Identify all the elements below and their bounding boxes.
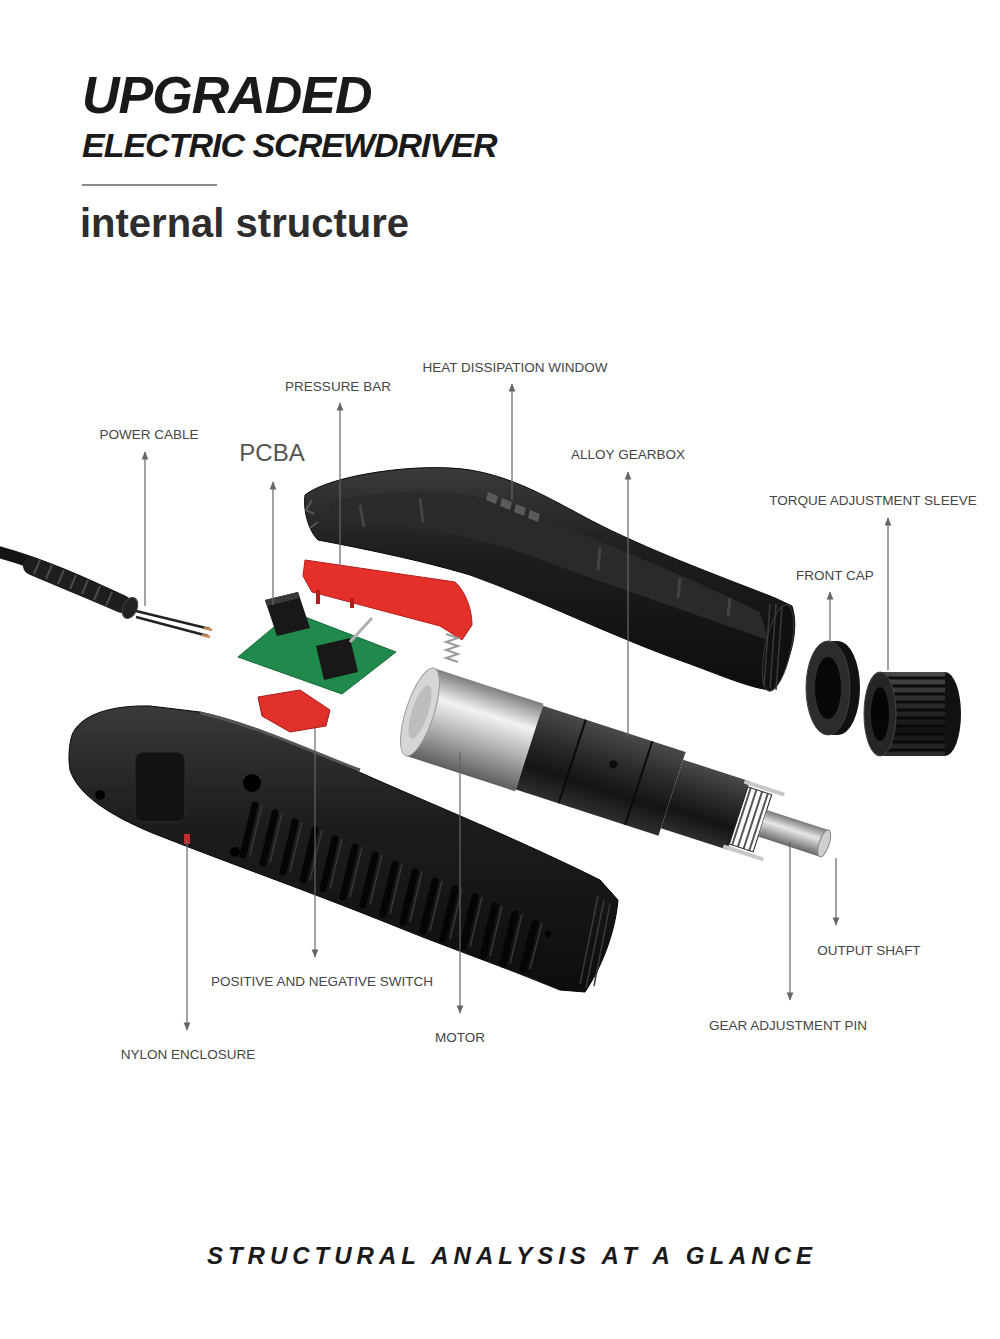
part-label: PCBA — [239, 439, 304, 467]
front-cap — [806, 641, 860, 735]
leader-lines — [511, 384, 512, 500]
pressure-bar — [318, 590, 352, 608]
title: UPGRADED ELECTRIC SCREWDRIVER — [82, 66, 552, 165]
pcb-board — [350, 618, 372, 642]
lower-housing — [250, 805, 542, 969]
subtitle: internal structure — [80, 201, 409, 246]
leader-lines — [339, 403, 340, 565]
leader-lines — [789, 842, 790, 1000]
power-cable — [34, 560, 112, 606]
part-label: POSITIVE AND NEGATIVE SWITCH — [211, 974, 433, 989]
direction-switch — [258, 690, 330, 732]
part-label: POWER CABLE — [99, 427, 198, 442]
lower-housing — [545, 931, 551, 937]
motor-gearbox — [661, 760, 750, 850]
pcb-board — [238, 612, 396, 694]
pcb-board — [265, 592, 300, 606]
leader-lines — [144, 452, 145, 606]
part-label: TORQUE ADJUSTMENT SLEEVE — [769, 493, 976, 508]
leader-lines — [314, 728, 315, 957]
part-label: GEAR ADJUSTMENT PIN — [709, 1018, 867, 1033]
lower-housing — [135, 752, 185, 822]
front-cap — [815, 657, 841, 719]
front-cap — [806, 641, 850, 735]
power-cable — [0, 551, 212, 637]
motor-gearbox — [744, 780, 785, 797]
pcb-board — [265, 592, 310, 636]
lower-housing — [243, 774, 261, 792]
lower-housing — [200, 713, 360, 770]
lower-housing — [69, 706, 618, 992]
leader-lines — [835, 858, 836, 925]
upper-housing — [756, 602, 800, 693]
motor-gearbox — [516, 706, 686, 836]
part-label: MOTOR — [435, 1030, 485, 1045]
part-label: ALLOY GEARBOX — [571, 447, 685, 462]
leader-lines — [186, 840, 187, 1030]
caption: STRUCTURAL ANALYSIS AT A GLANCE — [207, 1242, 817, 1270]
leader-lines — [887, 518, 888, 670]
torque-sleeve — [864, 672, 896, 756]
upper-housing — [330, 492, 768, 640]
leader-lines — [459, 752, 460, 1013]
motor-gearbox — [559, 720, 653, 825]
title-rule — [82, 184, 217, 185]
leader-lines — [145, 384, 888, 1030]
upper-housing — [306, 500, 318, 528]
part-label: HEAT DISSIPATION WINDOW — [422, 360, 607, 375]
torque-sleeve — [864, 672, 961, 756]
part-label: FRONT CAP — [796, 568, 874, 583]
part-label: PRESSURE BAR — [285, 379, 391, 394]
leader-lines — [272, 482, 273, 605]
lower-housing — [580, 896, 610, 988]
lower-housing — [243, 805, 535, 969]
lower-housing — [230, 847, 240, 857]
motor-gearbox — [392, 664, 447, 760]
pcb-board — [316, 638, 358, 680]
motor-gearbox — [404, 683, 437, 741]
part-label: NYLON ENCLOSURE — [121, 1047, 255, 1062]
motor-gearbox — [815, 828, 833, 858]
spring — [446, 634, 458, 662]
lower-housing — [95, 790, 105, 800]
power-cable — [0, 551, 130, 605]
power-cable — [202, 628, 212, 637]
leader-lines — [829, 592, 830, 642]
power-cable — [136, 617, 208, 636]
motor-gearbox — [723, 844, 764, 861]
upper-housing — [764, 604, 782, 690]
upper-housing — [486, 492, 540, 522]
lower-housing — [69, 706, 618, 992]
part-label: OUTPUT SHAFT — [817, 943, 920, 958]
torque-sleeve — [871, 687, 889, 741]
leader-lines — [627, 472, 628, 737]
motor-gearbox — [608, 759, 618, 769]
pcb-board — [238, 592, 396, 694]
